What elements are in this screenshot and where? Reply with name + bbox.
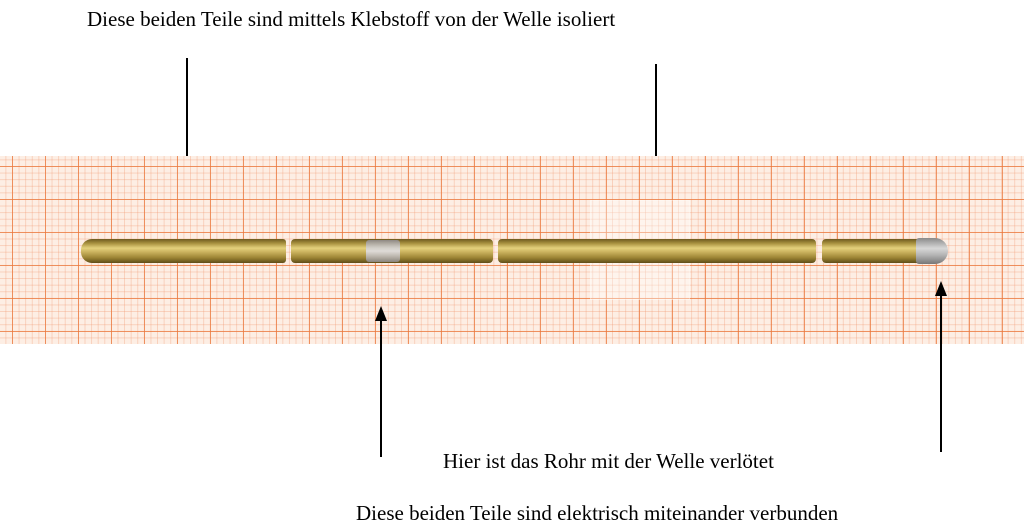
arrow-up-tip — [935, 281, 947, 452]
rod-segment-3 — [498, 239, 816, 263]
annotation-insulated-parts: Diese beiden Teile sind mittels Klebstof… — [87, 7, 616, 31]
soldered-tip — [916, 238, 948, 264]
arrow-up-middle — [375, 306, 387, 457]
annotation-electrically-connected: Diese beiden Teile sind elektrisch mitei… — [356, 501, 839, 525]
rod-segment-1 — [81, 239, 286, 263]
rod-segment-4 — [822, 239, 925, 263]
annotation-soldered-joint: Hier ist das Rohr mit der Welle verlötet — [443, 449, 774, 473]
solder-spot — [366, 240, 400, 262]
